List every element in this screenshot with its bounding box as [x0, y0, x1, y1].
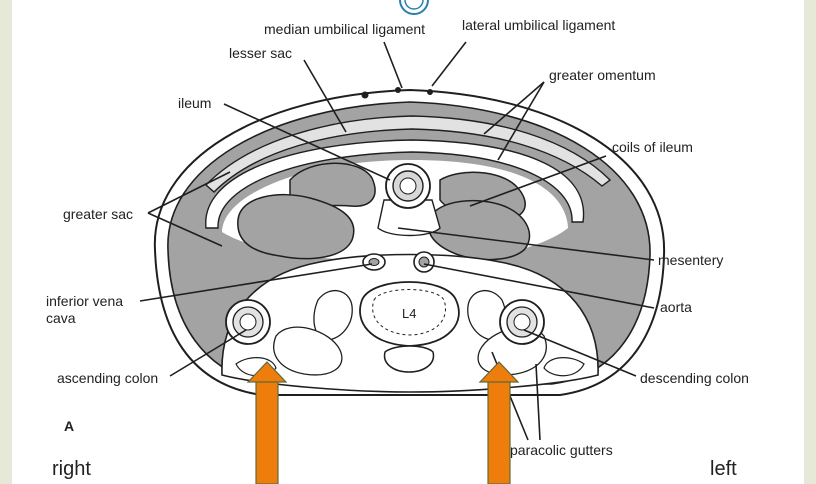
label-paracolic-gutters: paracolic gutters: [510, 442, 613, 458]
label-mesentery: mesentery: [658, 252, 723, 268]
right-gutter-arrow: [248, 362, 286, 484]
label-descending-colon: descending colon: [640, 370, 749, 386]
label-median-umbilical-ligament: median umbilical ligament: [264, 21, 425, 37]
label-greater-omentum: greater omentum: [549, 67, 656, 83]
label-aorta: aorta: [660, 299, 692, 315]
logo-icon: [400, 0, 428, 14]
descending-colon-shape: [500, 300, 544, 344]
label-lesser-sac: lesser sac: [229, 45, 292, 61]
panel-letter: A: [64, 418, 74, 434]
label-left: left: [710, 458, 737, 480]
label-coils-of-ileum: coils of ileum: [612, 139, 693, 155]
label-inferior-vena-cava: inferior vena: [46, 293, 123, 309]
label-l4: L4: [402, 306, 416, 321]
label-greater-sac: greater sac: [63, 206, 133, 222]
label-ileum: ileum: [178, 95, 211, 111]
label-inferior-vena-cava-line2: cava: [46, 310, 76, 326]
left-gutter-arrow: [480, 362, 518, 484]
label-lateral-umbilical-ligament: lateral umbilical ligament: [462, 17, 615, 33]
label-right: right: [52, 458, 91, 480]
label-ascending-colon: ascending colon: [57, 370, 158, 386]
